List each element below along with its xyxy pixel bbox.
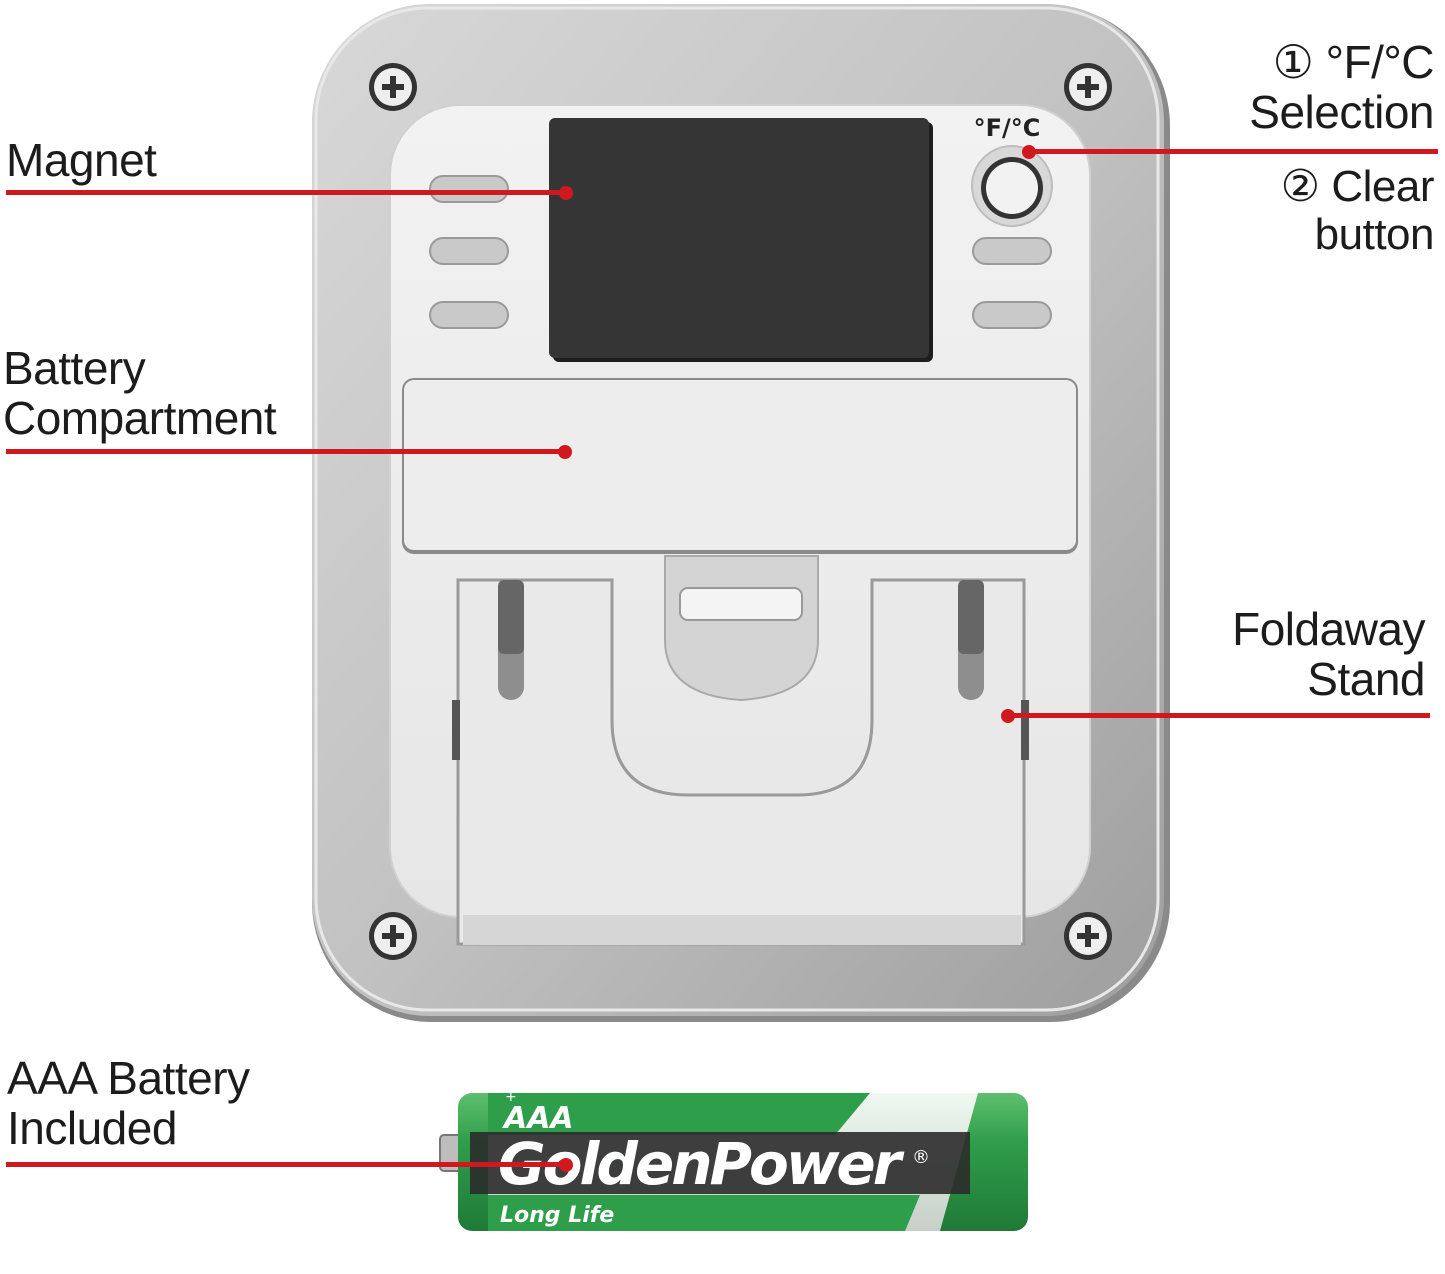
- battery-plus: +: [505, 1089, 517, 1105]
- battery-size: AAA: [502, 1101, 574, 1136]
- aaa-battery: AAA + GoldenPower ® Long Life: [439, 1089, 1028, 1231]
- label-clear-button: ② Clear button: [1280, 162, 1435, 259]
- leader-line-battery-compartment: [6, 449, 566, 454]
- label-foldaway-stand-line1: Foldaway: [1232, 603, 1425, 655]
- label-clear-button-line2: button: [1314, 210, 1435, 259]
- label-magnet-text: Magnet: [6, 134, 157, 186]
- label-selection-line1: ① °F/°C: [1272, 36, 1435, 88]
- battery-compartment-cover: [402, 378, 1078, 554]
- screw-icon: [369, 912, 417, 960]
- label-battery-compartment: Battery Compartment: [3, 342, 277, 444]
- battery-registered: ®: [912, 1147, 930, 1168]
- magnet: [549, 118, 933, 362]
- leader-dot-aaa-battery: [559, 1158, 573, 1172]
- label-clear-button-line1: ② Clear: [1280, 162, 1435, 211]
- label-aaa-battery-line2: Included: [7, 1102, 177, 1154]
- label-aaa-battery-line1: AAA Battery: [7, 1052, 250, 1104]
- leader-line-aaa-battery: [6, 1162, 566, 1167]
- label-selection: ① °F/°C Selection: [1249, 37, 1434, 137]
- button-label: °F/°C: [974, 114, 1041, 142]
- label-battery-compartment-line1: Battery: [3, 342, 146, 394]
- leader-dot-foldaway-stand: [1001, 709, 1015, 723]
- label-selection-line2: Selection: [1249, 86, 1434, 138]
- leader-dot-selection: [1022, 145, 1036, 159]
- screw-icon: [369, 63, 417, 111]
- label-foldaway-stand: Foldaway Stand: [1232, 604, 1425, 704]
- leader-line-selection: [1030, 149, 1438, 154]
- leader-line-foldaway-stand: [1008, 713, 1430, 718]
- screw-icon: [1064, 912, 1112, 960]
- leader-line-magnet: [6, 190, 566, 195]
- vent-slots: [429, 175, 1052, 329]
- foldaway-stand: [452, 555, 1029, 946]
- button-icon[interactable]: [971, 145, 1053, 227]
- label-battery-compartment-line2: Compartment: [3, 392, 277, 444]
- label-foldaway-stand-line2: Stand: [1307, 653, 1425, 705]
- label-aaa-battery: AAA Battery Included: [7, 1053, 250, 1153]
- battery-tagline: Long Life: [500, 1203, 614, 1228]
- leader-dot-magnet: [559, 186, 573, 200]
- leader-dot-battery-compartment: [558, 445, 572, 459]
- screw-icon: [1064, 63, 1112, 111]
- label-magnet: Magnet: [6, 134, 157, 186]
